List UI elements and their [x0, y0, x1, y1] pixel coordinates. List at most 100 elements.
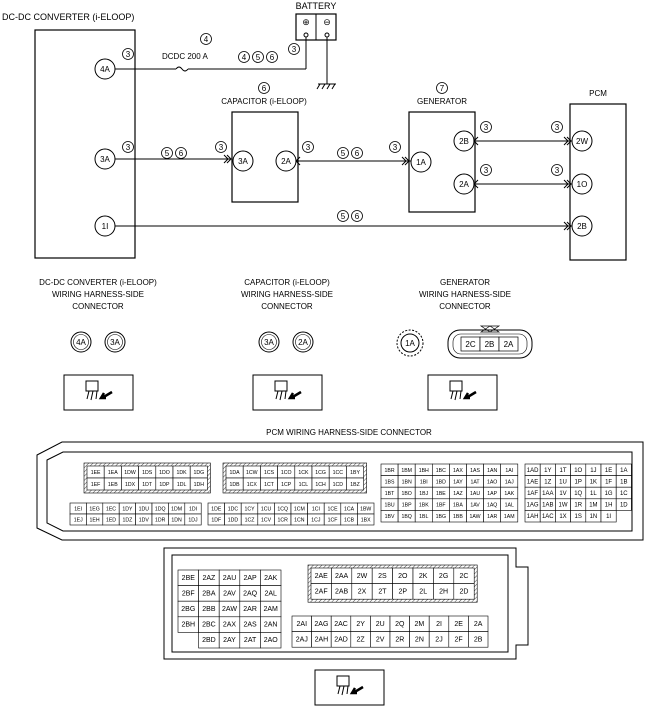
svg-text:6: 6	[270, 53, 275, 62]
terminal-label: 1U	[559, 479, 567, 485]
terminal-label: 1EG	[89, 507, 99, 513]
generator-pin-2b: 2B	[453, 130, 475, 152]
converter-pin-1i: 1I	[94, 215, 116, 237]
terminal-label: 2S	[378, 573, 387, 580]
converter-title: DC-DC CONVERTER (i-ELOOP)	[2, 12, 134, 22]
terminal-label: 1Y	[544, 468, 551, 474]
generator-num-marker: 7	[436, 82, 448, 94]
terminal-label: 1CR	[278, 518, 289, 524]
svg-text:3: 3	[393, 143, 398, 152]
terminal-label: 1DD	[228, 518, 239, 524]
terminal-label: 1CF	[328, 518, 338, 524]
terminal-label: 1CW	[246, 470, 258, 476]
terminal-label: 2M	[415, 621, 425, 628]
mark-conv-cap-56: 5 6	[161, 147, 187, 159]
terminal-label: 1B	[620, 479, 627, 485]
svg-text:3A: 3A	[100, 155, 110, 164]
terminal-label: 1BO	[401, 491, 411, 497]
terminal-label: 1BY	[350, 470, 360, 476]
terminal-label: 1BG	[436, 514, 446, 520]
terminal-label: 1AQ	[487, 503, 497, 509]
svg-text:WIRING HARNESS-SIDE: WIRING HARNESS-SIDE	[241, 290, 333, 299]
terminal-label: 1BR	[385, 468, 395, 474]
terminal-label: 2H	[439, 588, 448, 595]
terminal-label: 2F	[455, 636, 463, 643]
terminal-label: 1R	[574, 503, 582, 509]
svg-text:3: 3	[484, 123, 489, 132]
connector-view-icon-conv	[63, 374, 134, 411]
terminal-label: 1V	[559, 491, 566, 497]
terminal-label: 1AZ	[453, 491, 463, 497]
terminal-label: 1AS	[470, 468, 480, 474]
terminal-label: 1DK	[177, 470, 188, 476]
mark-battery-c3: 3	[288, 43, 300, 55]
terminal-label: 2AN	[264, 622, 278, 629]
svg-text:4: 4	[204, 35, 209, 44]
terminal-label: 1CX	[247, 482, 258, 488]
svg-text:WIRING HARNESS-SIDE: WIRING HARNESS-SIDE	[52, 290, 144, 299]
terminal-label: 1AG	[527, 503, 539, 509]
mark-pcm-2w: 3	[551, 121, 563, 133]
pcm-pin-1o: 1O	[571, 173, 593, 195]
svg-text:3: 3	[484, 166, 489, 175]
terminal-label: 2AL	[264, 590, 277, 597]
fuse-num-marker: 4	[200, 33, 212, 45]
terminal-label: 2AX	[223, 622, 237, 629]
terminal-label: 1BP	[402, 503, 412, 509]
terminal-label: 2J	[435, 636, 442, 643]
terminal-label: 1EA	[108, 470, 118, 476]
terminal-label: 1CV	[261, 518, 272, 524]
terminal-label: 2G	[439, 573, 448, 580]
battery-minus-icon: ⊖	[323, 17, 331, 27]
terminal-label: 1J	[590, 468, 596, 474]
terminal-label: 1X	[559, 514, 566, 520]
converter-pin-4a: 4A	[94, 58, 116, 80]
terminal-label: 1DI	[189, 507, 197, 513]
terminal-label: 1DY	[122, 507, 133, 513]
svg-text:3: 3	[306, 143, 311, 152]
terminal-label: 1BK	[419, 503, 429, 509]
ground-icon	[316, 37, 336, 90]
mark-fuse-456: 4 5 6	[238, 51, 278, 63]
terminal-label: 2X	[358, 588, 367, 595]
terminal-cell	[453, 583, 475, 600]
pcm-pin-2w: 2W	[571, 130, 593, 152]
terminal-label: 1ED	[106, 518, 116, 524]
mark-conv-pcm-56: 5 6	[337, 210, 363, 222]
mark-conv-3a: 3	[122, 141, 134, 153]
terminal-label: 1H	[605, 503, 613, 509]
terminal-label: 1AD	[527, 468, 539, 474]
terminal-label: 1CA	[344, 507, 355, 513]
terminal-label: 1BU	[385, 503, 395, 509]
terminal-label: 1AC	[542, 514, 554, 520]
terminal-label: 2BC	[202, 622, 216, 629]
terminal-label: 1CC	[333, 470, 344, 476]
svg-text:6: 6	[355, 149, 360, 158]
terminal-label: 1AL	[505, 503, 514, 509]
caption-generator: GENERATOR WIRING HARNESS-SIDE CONNECTOR	[419, 278, 511, 311]
svg-text:DC-DC CONVERTER (i-ELOOP): DC-DC CONVERTER (i-ELOOP)	[39, 278, 157, 287]
svg-text:3: 3	[126, 143, 131, 152]
generator-pin-2a: 2A	[453, 173, 475, 195]
terminal-label: 2BB	[202, 606, 216, 613]
terminal-label: 1CI	[312, 507, 320, 513]
terminal-label: 1BS	[385, 479, 395, 485]
terminal-label: 2C	[460, 573, 469, 580]
terminal-label: 1DC	[228, 507, 239, 513]
svg-text:7: 7	[440, 84, 445, 93]
terminal-label: 2AJ	[296, 636, 308, 643]
terminal-label: 2AZ	[202, 575, 216, 582]
terminal-label: 2AE	[315, 573, 329, 580]
terminal-label: 2BD	[202, 637, 216, 644]
terminal-label: 1DJ	[188, 518, 198, 524]
mark-gen-1a: 3	[389, 141, 401, 153]
terminal-label: 1DQ	[155, 507, 166, 513]
terminal-label: 1C	[620, 491, 628, 497]
terminal-cell	[184, 513, 202, 526]
terminal-label: 2AQ	[243, 590, 258, 597]
mark-cap-gen-56: 5 6	[337, 147, 363, 159]
terminal-label: 2AI	[297, 621, 308, 628]
